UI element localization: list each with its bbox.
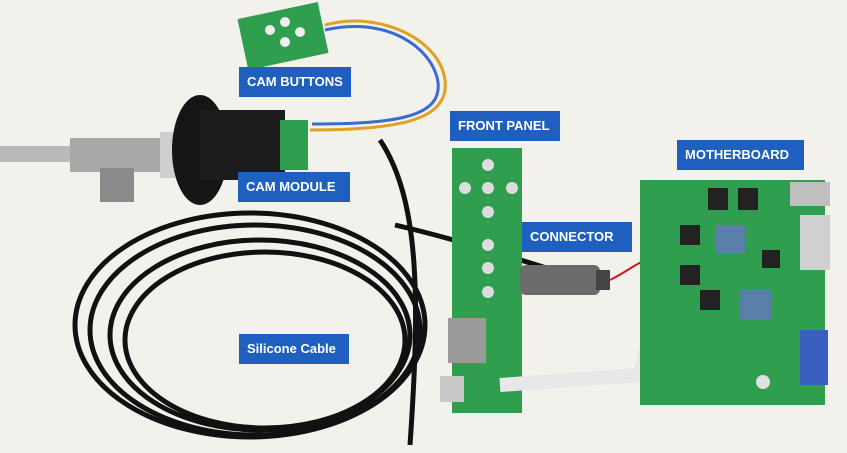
cam-buttons-board bbox=[237, 2, 447, 132]
cam-buttons-label: CAM BUTTONS bbox=[239, 67, 351, 97]
silicone-cable-label: Silicone Cable bbox=[239, 334, 349, 364]
endoscope bbox=[0, 132, 180, 202]
front-panel-board bbox=[440, 148, 522, 413]
front-panel-label: FRONT PANEL bbox=[450, 111, 560, 141]
cam-module bbox=[172, 95, 308, 205]
connector-label: CONNECTOR bbox=[522, 222, 632, 252]
cam-module-label: CAM MODULE bbox=[238, 172, 350, 202]
motherboard-label: MOTHERBOARD bbox=[677, 140, 804, 170]
motherboard-board bbox=[640, 180, 830, 405]
